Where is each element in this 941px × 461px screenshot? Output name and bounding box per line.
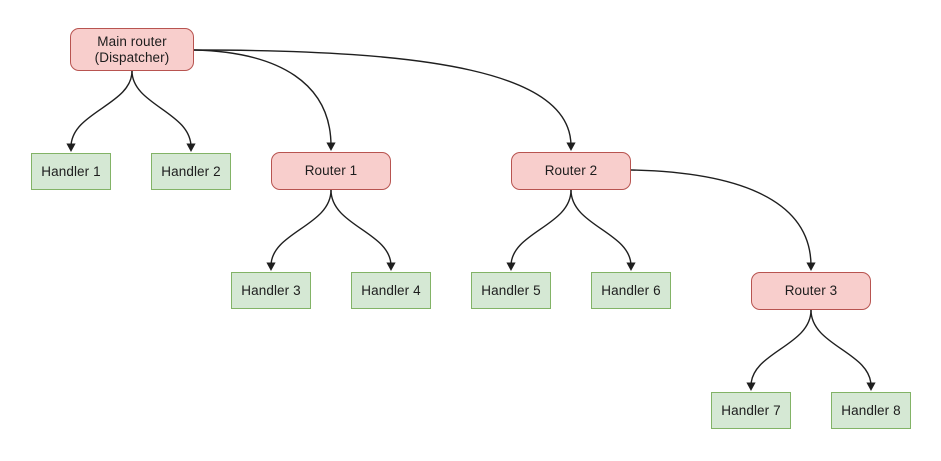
arrow-router-1 [326,142,336,151]
node-label-handler-1: Handler 1 [41,163,101,179]
edge-main-to-handler-2 [131,70,192,148]
node-handler-8[interactable]: Handler 8 [831,392,911,429]
node-handler-4[interactable]: Handler 4 [351,272,431,309]
node-handler-7[interactable]: Handler 7 [711,392,791,429]
node-handler-2[interactable]: Handler 2 [151,153,231,190]
node-label-handler-6: Handler 6 [601,282,661,298]
arrow-handler-5 [506,262,516,271]
node-label-handler-7: Handler 7 [721,402,781,418]
node-handler-6[interactable]: Handler 6 [591,272,671,309]
arrow-handler-2 [186,143,196,152]
edge-main-to-router-1 [193,49,332,147]
node-label-handler-4: Handler 4 [361,282,421,298]
node-handler-3[interactable]: Handler 3 [231,272,311,309]
node-label-router-1: Router 1 [304,163,358,178]
edge-main-to-handler-1 [70,70,133,148]
node-label-handler-2: Handler 2 [161,163,221,179]
node-label-main-router: Main router (Dispatcher) [94,33,170,65]
arrow-router-2 [566,142,576,151]
edge-router-2-to-handler-6 [570,189,632,267]
arrow-handler-4 [386,262,396,271]
node-label-handler-8: Handler 8 [841,402,901,418]
node-label-router-2: Router 2 [544,163,598,178]
arrow-router-3 [806,262,816,271]
arrow-handler-6 [626,262,636,271]
node-label-handler-5: Handler 5 [481,282,541,298]
arrow-handler-1 [66,143,76,152]
edge-router-1-to-handler-4 [330,189,392,267]
edge-main-to-router-2 [193,49,572,147]
arrow-handler-3 [266,262,276,271]
edge-router-2-to-handler-5 [510,189,572,267]
node-router-2[interactable]: Router 2 [511,152,631,190]
edge-router-1-to-handler-3 [270,189,332,267]
edge-router-3-to-handler-8 [810,309,872,387]
arrow-handler-8 [866,382,876,391]
arrow-handler-7 [746,382,756,391]
node-router-1[interactable]: Router 1 [271,152,391,190]
edge-router-3-to-handler-7 [750,309,812,387]
node-handler-5[interactable]: Handler 5 [471,272,551,309]
node-handler-1[interactable]: Handler 1 [31,153,111,190]
node-label-router-3: Router 3 [784,283,838,298]
edge-group [70,49,872,387]
node-router-3[interactable]: Router 3 [751,272,871,310]
node-label-handler-3: Handler 3 [241,282,301,298]
edge-router-2-to-router-3 [630,169,812,267]
node-main-router[interactable]: Main router (Dispatcher) [70,28,194,71]
